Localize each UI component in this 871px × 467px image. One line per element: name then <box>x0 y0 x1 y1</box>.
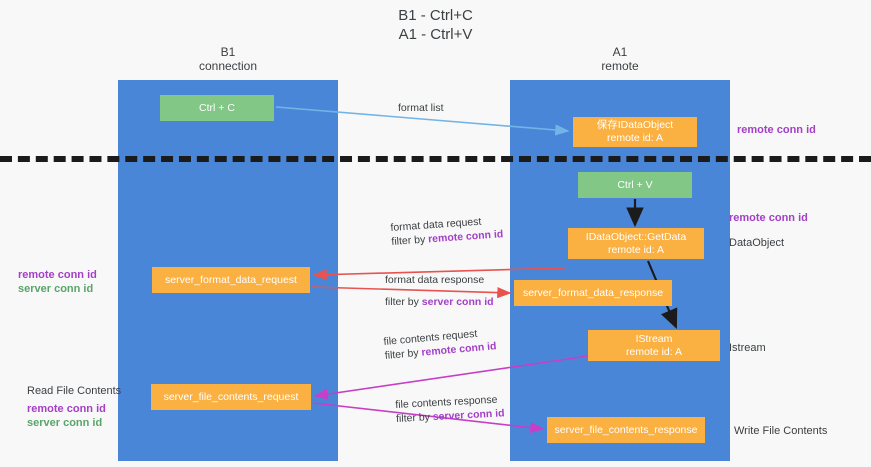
node-idataobject-label: 保存IDataObject <box>596 119 674 131</box>
side-label-server-conn-id-left-2: server conn id <box>27 417 103 429</box>
node-ctrl-v[interactable]: Ctrl + V <box>578 172 692 198</box>
section-divider <box>0 156 871 162</box>
node-fmt-response-label: server_format_data_response <box>522 286 664 299</box>
filter-key-remote-conn-id: remote conn id <box>427 228 504 246</box>
node-ctrl-c[interactable]: Ctrl + C <box>160 95 274 121</box>
edge-label-format-list: format list <box>398 102 444 114</box>
side-label-remote-conn-id-mid: remote conn id <box>729 212 808 224</box>
node-ctrl-c-label: Ctrl + C <box>199 101 235 114</box>
node-idataobject-sublabel: remote id: A <box>606 132 664 144</box>
node-fmt-request-label: server_format_data_request <box>165 273 297 286</box>
column-header-a1-line1: A1 <box>612 45 628 59</box>
side-label-conn-ids-top: remote conn id server conn id <box>18 268 97 296</box>
side-label-remote-conn-id-left-2: remote conn id <box>27 403 106 415</box>
edge-label-file-contents-request: file contents request filter by remote c… <box>383 325 497 363</box>
side-label-conn-ids-bottom: remote conn id server conn id <box>27 402 106 430</box>
filter-prefix: filter by <box>384 346 422 362</box>
filter-key-server-conn-id: server conn id <box>432 407 505 424</box>
side-label-istream: Istream <box>729 342 766 354</box>
filter-prefix: filter by <box>391 233 429 248</box>
edge-label-format-data-response-line2: filter by server conn id <box>385 295 494 309</box>
diagram-title: B1 - Ctrl+C A1 - Ctrl+V <box>398 7 473 43</box>
side-label-remote-conn-id-left-1: remote conn id <box>18 269 97 281</box>
edge-label-format-data-request: format data request filter by remote con… <box>390 213 504 249</box>
node-getdata-sublabel: remote id: A <box>607 243 665 256</box>
node-file-response-label: server_file_contents_response <box>554 423 698 436</box>
node-ctrl-v-label: Ctrl + V <box>617 178 653 191</box>
edge-label-format-data-response: format data response filter by server co… <box>385 273 494 309</box>
node-istream-label: IStream <box>635 332 673 345</box>
node-idataobject-getdata[interactable]: IDataObject::GetData remote id: A <box>568 228 704 259</box>
filter-prefix: filter by <box>395 411 434 425</box>
node-file-request-label: server_file_contents_request <box>163 390 299 403</box>
node-istream-sublabel: remote id: A <box>625 345 683 358</box>
side-label-server-conn-id-left-1: server conn id <box>18 283 94 295</box>
node-server-file-contents-response[interactable]: server_file_contents_response <box>547 417 705 443</box>
node-getdata-label: IDataObject::GetData <box>585 230 687 243</box>
side-label-dataobject: DataObject <box>729 237 785 249</box>
node-server-format-data-request[interactable]: server_format_data_request <box>152 267 310 293</box>
filter-key-server-conn-id: server conn id <box>421 296 494 308</box>
column-header-b1-line2: connection <box>198 59 258 73</box>
filter-prefix: filter by <box>385 296 422 308</box>
node-idataobject[interactable]: 保存IDataObject remote id: A <box>573 117 697 147</box>
side-label-write-file-contents: Write File Contents <box>734 425 828 437</box>
node-istream[interactable]: IStream remote id: A <box>588 330 720 361</box>
column-header-a1-line2: remote <box>601 59 639 73</box>
node-server-format-data-response[interactable]: server_format_data_response <box>514 280 672 306</box>
side-label-remote-conn-id-top: remote conn id <box>737 124 816 136</box>
edge-label-file-contents-response: file contents response filter by server … <box>395 392 505 426</box>
column-header-b1-line1: B1 <box>220 45 236 59</box>
side-label-read-file-contents: Read File Contents <box>27 385 122 397</box>
node-server-file-contents-request[interactable]: server_file_contents_request <box>151 384 311 410</box>
edge-label-format-data-response-line1: format data response <box>385 274 485 286</box>
